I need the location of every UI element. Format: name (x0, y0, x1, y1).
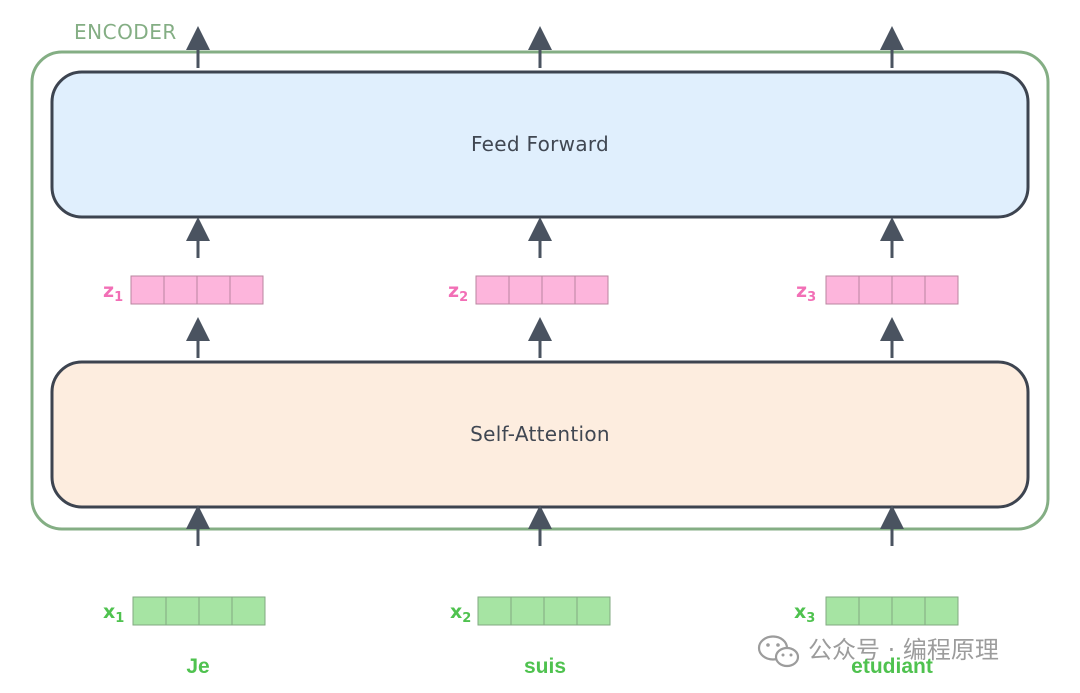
z-vector-cell (891, 275, 926, 305)
x-vector-cell (543, 596, 578, 626)
x-vector-1: x1 Je (103, 596, 266, 678)
x-label: x3 (794, 601, 815, 626)
z-vector-cell (924, 275, 959, 305)
x-label: x2 (450, 601, 471, 626)
encoder-title: ENCODER (74, 20, 177, 44)
feed-forward-label: Feed Forward (471, 132, 609, 156)
x-vector-cell (924, 596, 959, 626)
z-vector-cells (475, 275, 609, 305)
z-vector-cell (858, 275, 893, 305)
x-vector-cells (477, 596, 611, 626)
watermark-text: 公众号 · 编程原理 (808, 636, 999, 664)
wechat-icon (757, 635, 800, 668)
x-vector-cell (858, 596, 893, 626)
z-vector-cell (508, 275, 543, 305)
z-vector-cell (130, 275, 165, 305)
x-vector-3: x3 etudiant (794, 596, 959, 678)
z-to-ffn-arrows (186, 217, 904, 258)
x-vector-cell (132, 596, 167, 626)
x-vector-cell (825, 596, 860, 626)
word-label: suis (524, 655, 566, 678)
x-to-sa-arrows (186, 505, 904, 546)
word-label: etudiant (851, 655, 933, 678)
z-label: z3 (796, 280, 816, 305)
word-label: Je (186, 655, 209, 678)
x-vector-cell (165, 596, 200, 626)
x-vector-cells (825, 596, 959, 626)
z-vector-cell (229, 275, 264, 305)
z-vector-cell (163, 275, 198, 305)
z-vector-cell (825, 275, 860, 305)
output-arrows (186, 26, 904, 68)
z-vector-2: z2 (448, 275, 609, 305)
x-vector-cell (891, 596, 926, 626)
z-vector-3: z3 (796, 275, 959, 305)
z-vector-cell (541, 275, 576, 305)
z-vector-cell (574, 275, 609, 305)
x-vector-2: x2 suis (450, 596, 611, 678)
x-vector-cell (231, 596, 266, 626)
z-vector-cell (196, 275, 231, 305)
z-vector-cell (475, 275, 510, 305)
x-vector-cell (510, 596, 545, 626)
sa-to-z-arrows (186, 317, 904, 358)
self-attention-label: Self-Attention (470, 422, 610, 446)
x-vector-cell (576, 596, 611, 626)
z-vector-cells (130, 275, 264, 305)
z-label: z2 (448, 280, 468, 305)
x-vector-cell (477, 596, 512, 626)
z-label: z1 (103, 280, 123, 305)
x-label: x1 (103, 601, 124, 626)
x-vector-cells (132, 596, 266, 626)
z-vector-1: z1 (103, 275, 264, 305)
z-vector-cells (825, 275, 959, 305)
x-vector-cell (198, 596, 233, 626)
watermark: 公众号 · 编程原理 (757, 635, 999, 668)
